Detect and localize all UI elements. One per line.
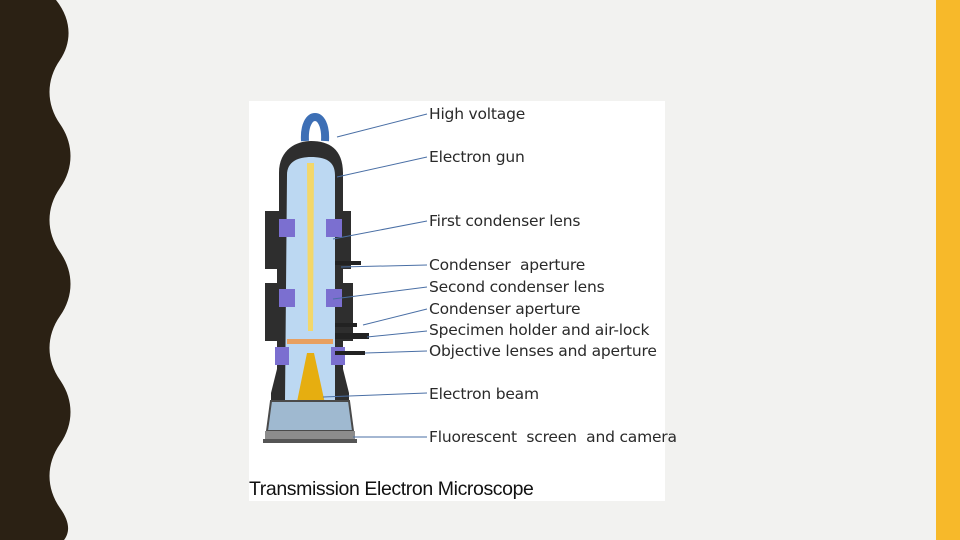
electron-beam-thin (307, 163, 314, 331)
label-condenser-aperture-2: Condenser aperture (429, 300, 580, 318)
condenser-aperture-2 (335, 323, 357, 327)
label-first-condenser-lens: First condenser lens (429, 212, 580, 230)
first-condenser-lens-right (326, 219, 342, 237)
label-high-voltage: High voltage (429, 105, 525, 123)
accent-sidebar (936, 0, 960, 540)
objective-lens-left (275, 347, 289, 365)
condenser-aperture-1 (335, 261, 361, 265)
objective-aperture (335, 351, 365, 355)
second-condenser-lens-left (279, 289, 295, 307)
label-fluorescent-screen: Fluorescent screen and camera (429, 428, 677, 446)
objective-lens-right (331, 347, 345, 365)
wavy-border-decoration (0, 0, 80, 540)
first-condenser-lens-left (279, 219, 295, 237)
high-voltage-cable (305, 117, 325, 141)
figure-caption: Transmission Electron Microscope (249, 478, 534, 501)
tem-diagram: High voltage Electron gun First condense… (249, 101, 665, 501)
viewing-chamber (267, 401, 353, 431)
label-electron-gun: Electron gun (429, 148, 525, 166)
label-objective-lenses: Objective lenses and aperture (429, 342, 657, 360)
label-second-condenser-lens: Second condenser lens (429, 278, 604, 296)
specimen (287, 339, 333, 344)
label-specimen-holder: Specimen holder and air-lock (429, 321, 649, 339)
fluorescent-screen (265, 431, 355, 439)
label-electron-beam: Electron beam (429, 385, 539, 403)
label-condenser-aperture-1: Condenser aperture (429, 256, 585, 274)
camera-base (263, 439, 357, 443)
specimen-holder (335, 333, 369, 339)
